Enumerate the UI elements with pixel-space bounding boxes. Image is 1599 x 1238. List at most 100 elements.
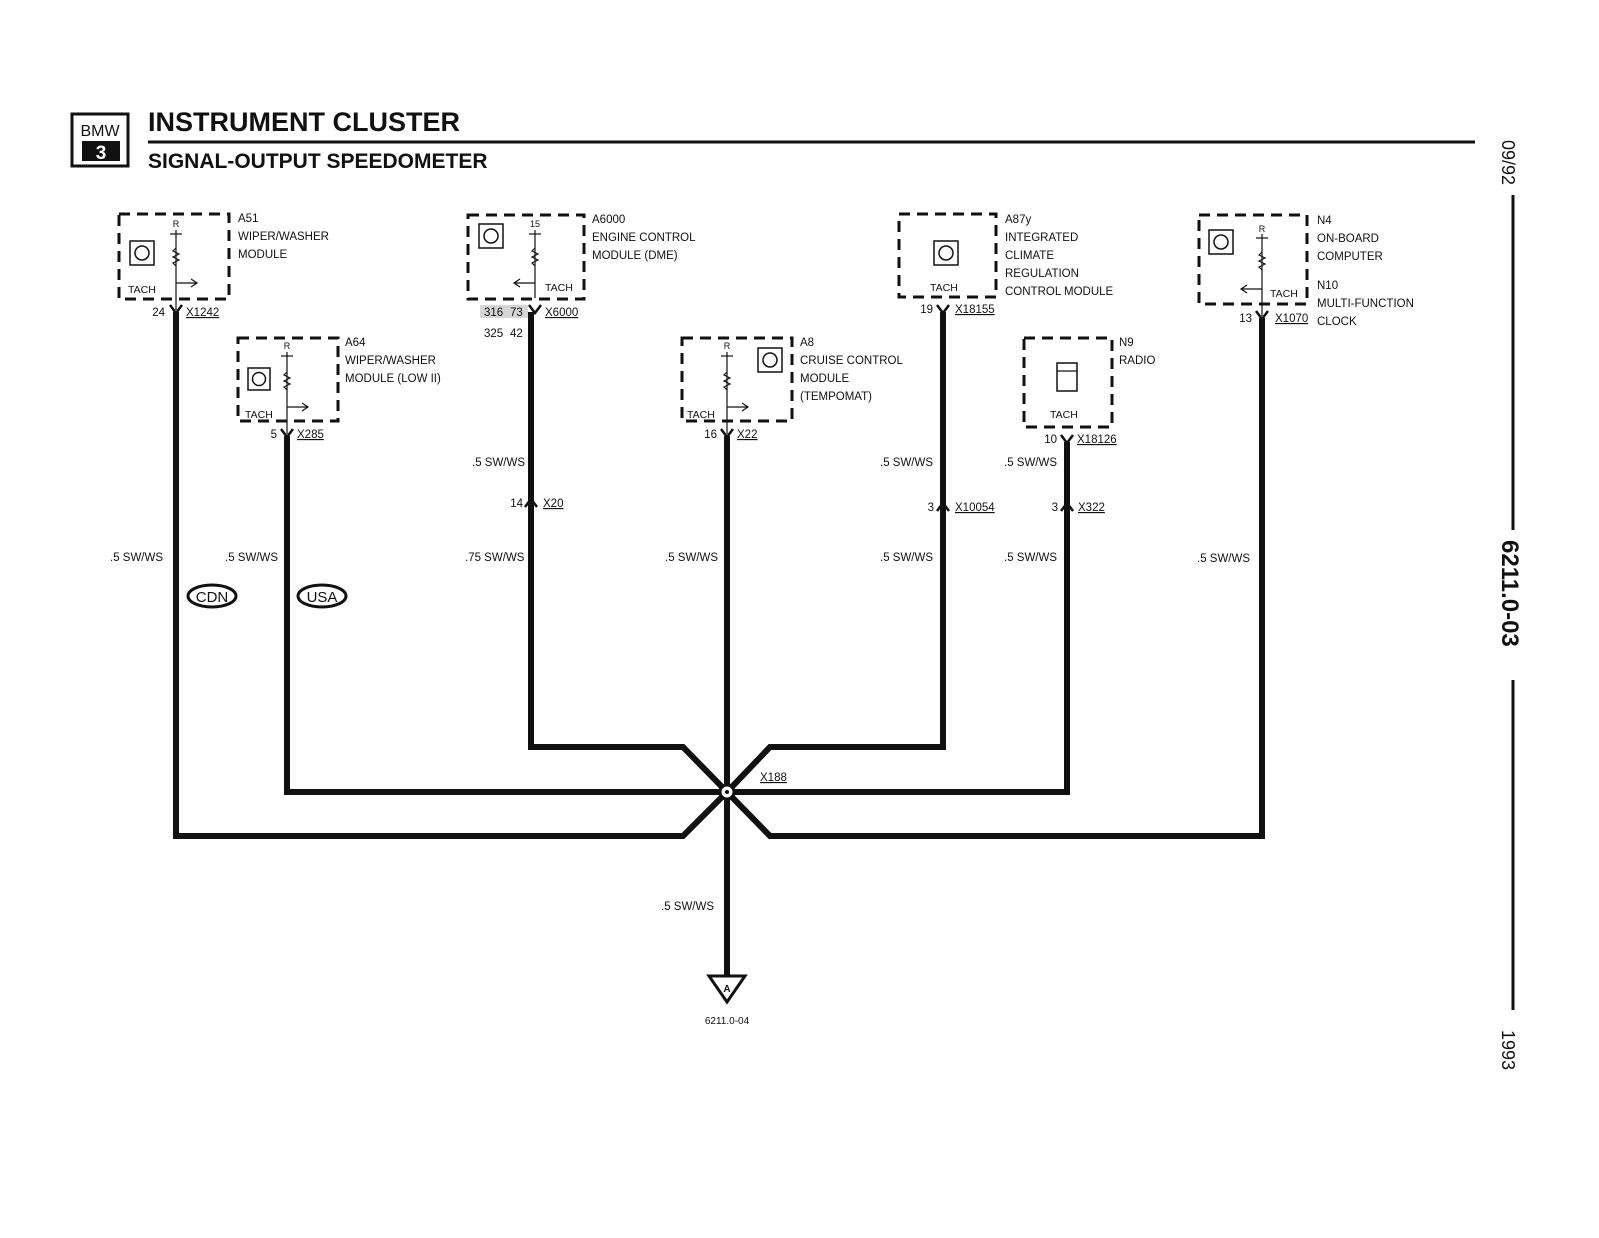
wire-a6000 <box>528 312 730 795</box>
arrow-icon <box>512 278 535 288</box>
svg-text:3: 3 <box>1052 502 1058 514</box>
splice-x188: X188 <box>718 772 787 801</box>
wire-label-a64: .5 SW/WS <box>225 552 278 564</box>
module-icon <box>247 367 271 391</box>
svg-text:WIPER/WASHER: WIPER/WASHER <box>238 231 329 243</box>
svg-text:CONTROL MODULE: CONTROL MODULE <box>1005 286 1114 298</box>
resistor-icon <box>530 247 540 267</box>
svg-text:X322: X322 <box>1078 502 1105 514</box>
svg-text:TACH: TACH <box>128 284 156 296</box>
svg-text:325: 325 <box>484 328 503 340</box>
pin-highlight <box>480 305 528 318</box>
inline-connector-x10054: 3 X10054 <box>928 500 995 514</box>
svg-text:MODULE (DME): MODULE (DME) <box>592 250 678 262</box>
svg-text:42: 42 <box>510 328 523 340</box>
svg-text:24: 24 <box>152 307 165 319</box>
svg-text:CLOCK: CLOCK <box>1317 316 1357 328</box>
svg-text:TACH: TACH <box>1270 288 1298 300</box>
module-icon <box>129 240 155 266</box>
svg-text:MODULE: MODULE <box>800 373 850 385</box>
svg-text:R: R <box>173 219 180 229</box>
connector-icon <box>1060 500 1074 512</box>
market-badges: CDN USA <box>186 583 348 609</box>
svg-text:MODULE: MODULE <box>238 249 288 261</box>
inline-connector-x20: 14 X20 <box>510 496 563 510</box>
ground-triangle-icon <box>706 974 748 1005</box>
inline-connector-x322: 3 X322 <box>1052 500 1105 514</box>
connector-icon <box>1255 310 1269 322</box>
module-icon <box>1208 229 1234 255</box>
svg-text:CRUISE CONTROL: CRUISE CONTROL <box>800 355 903 367</box>
wire-a87 <box>724 312 946 795</box>
badge-series-block <box>82 141 120 161</box>
component-n4: R TACH N4 ON-BOARD COMPUTER N10 MULTI-FU… <box>1197 213 1414 328</box>
module-icon <box>757 347 783 373</box>
component-a87: TACH A87y INTEGRATED CLIMATE REGULATION … <box>897 212 1114 316</box>
resistor-icon <box>282 371 292 391</box>
svg-text:X1070: X1070 <box>1275 313 1308 325</box>
svg-text:USA: USA <box>307 589 338 606</box>
connector-icon <box>1060 434 1074 446</box>
wire-label-n9-upper: .5 SW/WS <box>1004 457 1057 469</box>
radio-icon <box>1056 362 1078 392</box>
badge-top: BMW <box>80 123 120 140</box>
side-year: 1993 <box>1498 1030 1518 1070</box>
market-badge-usa <box>296 583 348 609</box>
component-a64: R TACH A64 WIPER/WASHER MODULE (LOW II) … <box>236 336 441 441</box>
svg-text:3: 3 <box>928 502 934 514</box>
ground-ref: 6211.0-04 <box>705 1016 750 1027</box>
connector-icon <box>936 304 950 316</box>
connector-icon <box>528 304 542 316</box>
svg-text:TACH: TACH <box>930 282 958 294</box>
svg-text:5: 5 <box>271 429 277 441</box>
side-margin: 09/92 6211.0-03 1993 <box>1496 140 1523 1070</box>
wire-label-a6000-lower: .75 SW/WS <box>465 552 525 564</box>
wires <box>173 312 1265 975</box>
svg-text:MODULE (LOW II): MODULE (LOW II) <box>345 373 441 385</box>
wire-label-n9-lower: .5 SW/WS <box>1004 552 1057 564</box>
arrow-icon <box>1239 284 1262 294</box>
svg-text:16: 16 <box>704 429 717 441</box>
connector-icon <box>524 496 538 508</box>
svg-text:X18155: X18155 <box>955 304 995 316</box>
component-id: A64 <box>345 337 366 349</box>
wire-label-a8: .5 SW/WS <box>665 552 718 564</box>
svg-text:INTEGRATED: INTEGRATED <box>1005 232 1078 244</box>
svg-text:CLIMATE: CLIMATE <box>1005 250 1054 262</box>
wire-label-a6000-upper: .5 SW/WS <box>472 457 525 469</box>
wire-label-n4: .5 SW/WS <box>1197 553 1250 565</box>
connector-icon <box>720 428 734 440</box>
module-icon <box>933 240 959 266</box>
market-badge-cdn <box>186 583 238 609</box>
resistor-icon <box>171 247 181 267</box>
component-id: A6000 <box>592 214 625 226</box>
connector-icon <box>936 500 950 512</box>
page-subtitle: SIGNAL-OUTPUT SPEEDOMETER <box>148 150 488 173</box>
side-page-number: 6211.0-03 <box>1496 540 1523 647</box>
svg-text:TACH: TACH <box>545 282 573 294</box>
svg-text:REGULATION: REGULATION <box>1005 268 1079 280</box>
component-id: N9 <box>1119 337 1134 349</box>
connector-icon <box>169 304 183 316</box>
resistor-icon <box>722 371 732 391</box>
connector-icon <box>280 428 294 440</box>
svg-text:10: 10 <box>1044 434 1057 446</box>
svg-text:14: 14 <box>510 498 523 510</box>
wire-label-a51: .5 SW/WS <box>110 552 163 564</box>
svg-text:15: 15 <box>530 219 540 229</box>
wire-labels: .5 SW/WS .5 SW/WS .5 SW/WS .75 SW/WS .5 … <box>110 457 1250 913</box>
page-title: INSTRUMENT CLUSTER <box>148 107 460 137</box>
header: BMW 3 INSTRUMENT CLUSTER SIGNAL-OUTPUT S… <box>70 107 1475 173</box>
svg-text:TACH: TACH <box>687 409 715 421</box>
bmw-badge <box>70 112 130 168</box>
wire-a64 <box>284 436 727 795</box>
wire-n4 <box>724 318 1265 839</box>
wire-label-output: .5 SW/WS <box>661 901 714 913</box>
svg-text:CDN: CDN <box>196 589 229 606</box>
module-icon <box>478 223 504 249</box>
ground-reference: A 6211.0-04 <box>705 974 750 1027</box>
svg-text:316: 316 <box>484 307 503 319</box>
svg-text:COMPUTER: COMPUTER <box>1317 251 1383 263</box>
wire-n9 <box>727 442 1070 795</box>
